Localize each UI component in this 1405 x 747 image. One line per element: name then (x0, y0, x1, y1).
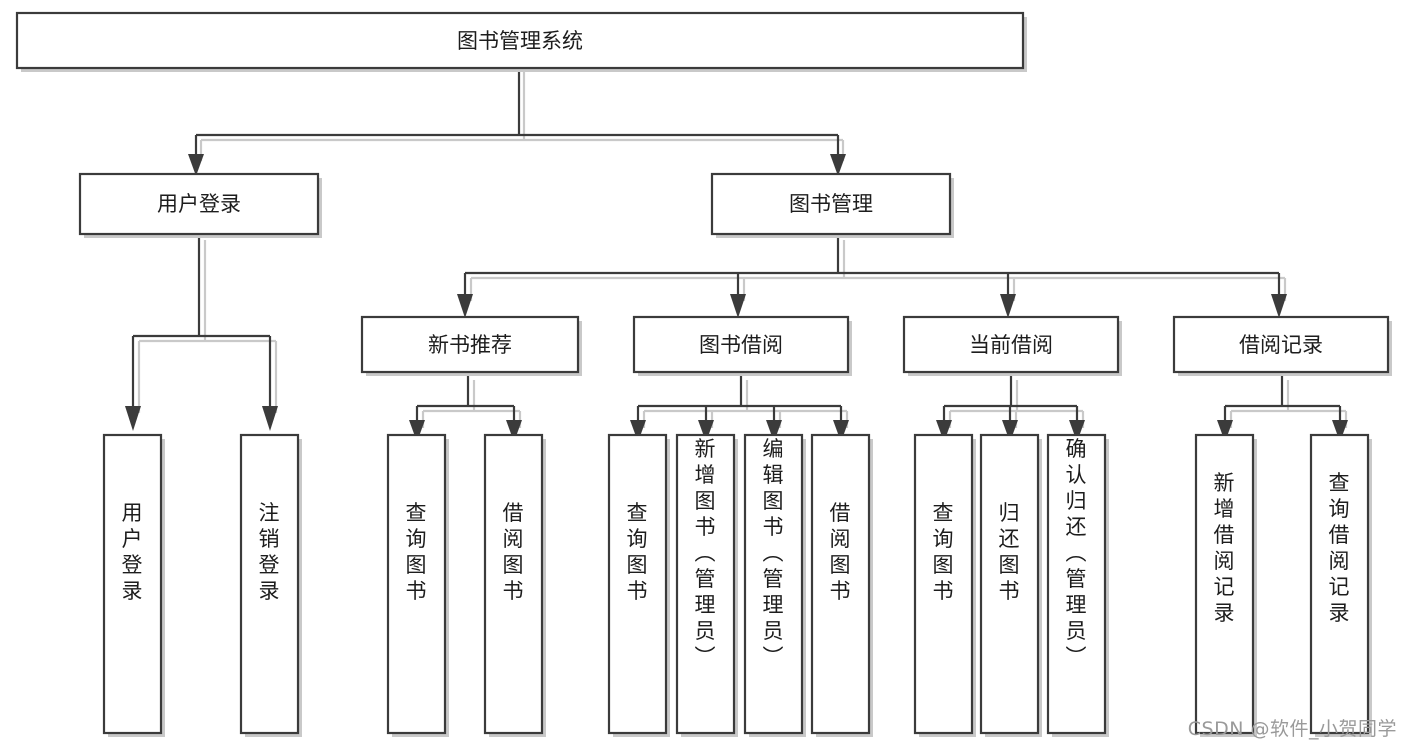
node-leaf-borrow-book-2[interactable]: 借阅图书 (810, 433, 873, 737)
connector-current-borrow-to-leaves (942, 375, 1079, 423)
arrow-head-current-borrow (1000, 294, 1016, 318)
node-current-borrow[interactable]: 当前借阅 (902, 315, 1122, 376)
connector-shadow-borrow-record (1229, 380, 1348, 428)
node-leaf-edit-book-admin-label: 编辑图书︵管理员︶ (763, 437, 784, 669)
connector-root-to-level1 (194, 67, 840, 156)
node-leaf-return-book-label: 归还图书 (999, 501, 1020, 603)
connector-shadow-new-book (421, 380, 522, 428)
connector-layer (125, 67, 1348, 442)
node-root-rect (15, 11, 1025, 70)
arrow-head-leaf-user-login (125, 406, 141, 431)
node-borrow-record[interactable]: 借阅记录 (1172, 315, 1392, 376)
node-leaf-borrow-book-2-label: 借阅图书 (830, 501, 851, 603)
node-book-manage-label: 图书管理 (789, 192, 873, 216)
node-new-book-recommend[interactable]: 新书推荐 (360, 315, 582, 376)
arrow-head-leaf-borrow-book-2 (833, 420, 849, 442)
node-current-borrow-label: 当前借阅 (969, 333, 1053, 357)
node-book-borrow[interactable]: 图书借阅 (632, 315, 852, 376)
arrow-head-leaf-borrow-book-1 (506, 420, 522, 442)
node-leaf-query-borrow-record-label: 查询借阅记录 (1329, 471, 1350, 625)
connector-user-login-to-leaves (131, 235, 272, 408)
node-borrow-record-label: 借阅记录 (1239, 333, 1323, 357)
node-leaf-user-login-label: 用户登录 (122, 501, 143, 603)
node-leaf-add-book-admin-rect (675, 433, 736, 735)
connector-new-book-to-leaves (415, 375, 516, 423)
arrow-head-leaf-query-book-3 (936, 420, 952, 442)
arrow-head-leaf-edit-book-admin (766, 420, 782, 442)
node-leaf-query-book-3-rect (913, 433, 974, 735)
node-root[interactable]: 图书管理系统 (15, 11, 1027, 72)
connector-book-manage-to-level2 (463, 235, 1281, 296)
node-leaf-query-book-2-label: 查询图书 (627, 501, 648, 603)
connector-shadow-root (199, 72, 845, 161)
node-leaf-add-borrow-record[interactable]: 新增借阅记录 (1194, 433, 1257, 737)
node-leaf-confirm-return-admin-label: 确认归还︵管理员︶ (1066, 437, 1087, 669)
node-leaf-logout-login-label: 注销登录 (259, 501, 280, 603)
node-leaf-query-borrow-record[interactable]: 查询借阅记录 (1309, 433, 1372, 737)
connector-borrow-record-to-leaves (1223, 375, 1342, 423)
node-leaf-add-book-admin-label: 新增图书︵管理员︶ (695, 437, 716, 669)
node-leaf-return-book-rect (979, 433, 1040, 735)
arrow-head-new-book-recommend (457, 294, 473, 318)
node-leaf-borrow-book-1[interactable]: 借阅图书 (483, 433, 546, 737)
connector-book-borrow-to-leaves (636, 375, 843, 423)
node-leaf-logout-login-rect (239, 433, 300, 735)
connector-shadow-book-manage (469, 240, 1287, 301)
node-user-login[interactable]: 用户登录 (78, 172, 322, 238)
node-leaf-query-book-1-label: 查询图书 (406, 501, 427, 603)
node-leaf-edit-book-admin-rect (743, 433, 804, 735)
node-root-label: 图书管理系统 (457, 29, 583, 53)
arrow-head-leaf-confirm-return (1069, 420, 1085, 442)
node-leaf-return-book[interactable]: 归还图书 (979, 433, 1042, 737)
connector-shadow-user-login (137, 240, 278, 413)
node-leaf-add-borrow-record-label: 新增借阅记录 (1214, 471, 1235, 625)
node-leaf-edit-book-admin[interactable]: 编辑图书︵管理员︶ (743, 433, 806, 737)
node-current-borrow-rect (902, 315, 1120, 374)
node-leaf-borrow-book-1-rect (483, 433, 544, 735)
arrow-head-leaf-logout-login (262, 406, 278, 431)
arrow-head-leaf-query-book-1 (409, 420, 425, 442)
node-new-book-recommend-label: 新书推荐 (428, 333, 512, 357)
node-leaf-query-book-3-label: 查询图书 (933, 501, 954, 603)
node-leaf-query-book-2-rect (607, 433, 668, 735)
node-leaf-user-login[interactable]: 用户登录 (102, 433, 165, 737)
node-leaf-confirm-return-admin[interactable]: 确认归还︵管理员︶ (1046, 433, 1109, 737)
node-leaf-logout-login[interactable]: 注销登录 (239, 433, 302, 737)
connector-shadow-current-borrow (948, 380, 1085, 428)
arrow-head-book-borrow (730, 294, 746, 318)
node-leaf-user-login-rect (102, 433, 163, 735)
node-borrow-record-rect (1172, 315, 1390, 374)
node-book-manage-rect (710, 172, 952, 236)
node-user-login-label: 用户登录 (157, 192, 241, 216)
node-book-borrow-rect (632, 315, 850, 374)
arrow-head-user-login (188, 154, 204, 176)
connector-shadow-book-borrow (642, 380, 849, 428)
node-leaf-borrow-book-1-label: 借阅图书 (503, 501, 524, 603)
node-user-login-rect (78, 172, 320, 236)
node-leaf-confirm-return-admin-rect (1046, 433, 1107, 735)
node-leaf-query-book-3[interactable]: 查询图书 (913, 433, 976, 737)
node-book-manage[interactable]: 图书管理 (710, 172, 954, 238)
node-book-borrow-label: 图书借阅 (699, 333, 783, 357)
arrow-head-leaf-add-book-admin (698, 420, 714, 442)
arrow-head-leaf-query-borrow-record (1332, 420, 1348, 442)
node-leaf-add-borrow-record-rect (1194, 433, 1255, 735)
node-new-book-recommend-rect (360, 315, 580, 374)
node-leaf-query-borrow-record-rect (1309, 433, 1370, 735)
arrow-head-leaf-add-borrow-record (1217, 420, 1233, 442)
node-leaf-borrow-book-2-rect (810, 433, 871, 735)
arrow-head-leaf-query-book-2 (630, 420, 646, 442)
node-leaf-query-book-1[interactable]: 查询图书 (386, 433, 449, 737)
arrow-head-leaf-return-book (1002, 420, 1018, 442)
arrow-head-book-manage (830, 154, 846, 176)
node-leaf-add-book-admin[interactable]: 新增图书︵管理员︶ (675, 433, 738, 737)
node-leaf-query-book-2[interactable]: 查询图书 (607, 433, 670, 737)
arrow-head-borrow-record (1271, 294, 1287, 318)
node-leaf-query-book-1-rect (386, 433, 447, 735)
